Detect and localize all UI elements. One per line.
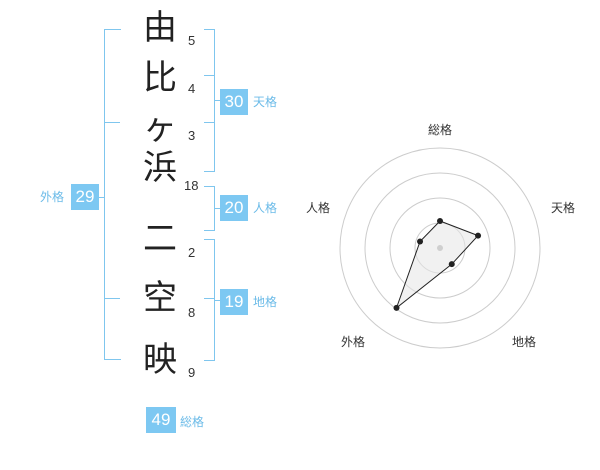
jinkaku-label: 人格 xyxy=(253,201,278,215)
radar-points xyxy=(393,218,482,311)
tenkaku-label: 天格 xyxy=(253,95,278,109)
name-char-4: 浜 xyxy=(143,148,177,188)
radar-axis-label-soukaku: 総格 xyxy=(428,122,452,137)
jinkaku-bracket-connector xyxy=(215,208,221,209)
chikaku-value: 19 xyxy=(220,289,248,315)
outer-bracket-tick xyxy=(104,122,120,123)
radar-ring xyxy=(339,147,541,349)
stroke-count-4: 18 xyxy=(184,178,199,193)
gaikaku-value: 29 xyxy=(71,184,99,210)
radar-point xyxy=(437,218,443,224)
name-char-2: 比 xyxy=(143,58,177,98)
radar-ring xyxy=(389,197,491,299)
radar-axis-label-gaikaku: 外格 xyxy=(341,334,365,349)
chikaku-bracket-tick xyxy=(204,298,214,299)
radar-data-polygon xyxy=(395,220,479,310)
stroke-count-3: 3 xyxy=(188,128,196,143)
radar-axis-label-chikaku: 地格 xyxy=(512,334,536,349)
outer-bracket-connector xyxy=(98,197,104,198)
radar-point xyxy=(475,232,482,239)
radar-ring xyxy=(364,172,516,324)
stroke-count-5: 2 xyxy=(188,245,196,260)
stroke-count-1: 5 xyxy=(188,33,196,48)
jinkaku-bracket xyxy=(204,186,215,231)
radar-point xyxy=(393,304,400,311)
radar-axis-label-tenkaku: 天格 xyxy=(551,200,575,215)
radar-point xyxy=(448,261,455,268)
outer-bracket-tick xyxy=(104,298,120,299)
gaikaku-label: 外格 xyxy=(40,190,65,204)
tenkaku-bracket-tick xyxy=(204,122,214,123)
tenkaku-value: 30 xyxy=(220,89,248,115)
name-char-5: 二 xyxy=(143,219,177,259)
stroke-count-2: 4 xyxy=(188,81,196,96)
name-char-1: 由 xyxy=(143,8,177,48)
tenkaku-bracket xyxy=(204,29,215,172)
radar-point xyxy=(417,238,424,245)
radar-axis-label-jinkaku: 人格 xyxy=(306,200,330,215)
stroke-count-7: 9 xyxy=(188,365,196,380)
tenkaku-bracket-tick xyxy=(204,75,214,76)
name-char-6: 空 xyxy=(143,278,177,318)
jinkaku-value: 20 xyxy=(220,195,248,221)
radar-center-dot xyxy=(437,245,443,251)
chikaku-bracket-connector xyxy=(215,300,221,301)
chikaku-label: 地格 xyxy=(253,295,278,309)
soukaku-value: 49 xyxy=(146,407,176,433)
outer-bracket xyxy=(104,29,121,360)
stroke-count-6: 8 xyxy=(188,305,196,320)
name-char-3: ヶ xyxy=(143,108,177,148)
chikaku-bracket xyxy=(204,239,215,361)
name-char-7: 映 xyxy=(143,340,177,380)
soukaku-label: 総格 xyxy=(180,415,205,429)
tenkaku-bracket-connector xyxy=(215,100,221,101)
